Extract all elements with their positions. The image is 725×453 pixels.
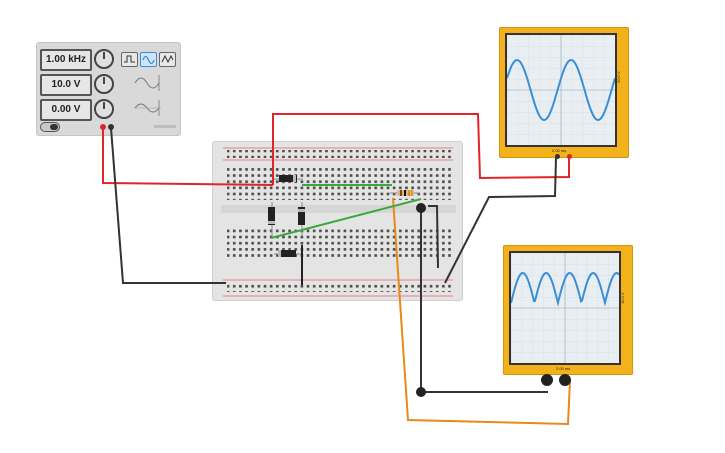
dc-offset-knob[interactable] xyxy=(94,99,114,119)
oscilloscope-2-trace xyxy=(510,253,620,363)
oscilloscope-2-time-label: 2.00 ms xyxy=(556,366,571,371)
oscilloscope-1[interactable]: 20.0 V 2.00 ms xyxy=(499,27,629,159)
wire-black-fg[interactable] xyxy=(110,127,226,284)
oscilloscope-1-positive-terminal[interactable] xyxy=(567,154,572,159)
amplitude-wave-icon xyxy=(134,75,160,91)
square-wave-button[interactable] xyxy=(121,52,138,67)
triangle-wave-button[interactable] xyxy=(159,52,176,67)
breadboard[interactable] xyxy=(212,141,463,301)
sine-wave-icon xyxy=(142,55,155,65)
oscilloscope-2-negative-terminal[interactable] xyxy=(541,374,553,386)
dc-offset-display: 0.00 V xyxy=(40,99,92,121)
sine-wave-button[interactable] xyxy=(140,52,157,67)
frequency-display: 1.00 kHz xyxy=(40,49,92,71)
function-generator[interactable]: 1.00 kHz 10.0 V 0.00 V xyxy=(36,42,181,136)
amplitude-knob[interactable] xyxy=(94,74,114,94)
power-toggle[interactable] xyxy=(40,122,60,132)
square-wave-icon xyxy=(124,55,135,63)
oscilloscope-2-positive-terminal[interactable] xyxy=(559,374,571,386)
oscilloscope-2[interactable]: 10.0 V 2.00 ms xyxy=(503,245,633,386)
amplitude-display: 10.0 V xyxy=(40,74,92,96)
oscilloscope-1-screen xyxy=(505,33,617,147)
oscilloscope-1-time-label: 2.00 ms xyxy=(552,148,567,153)
oscilloscope-1-negative-terminal[interactable] xyxy=(555,154,560,159)
brand-mark xyxy=(154,125,176,128)
frequency-knob[interactable] xyxy=(94,49,114,69)
triangle-wave-icon xyxy=(161,54,174,64)
oscilloscope-1-trace xyxy=(506,35,616,145)
oscilloscope-1-volt-label: 20.0 V xyxy=(616,71,621,83)
oscilloscope-2-volt-label: 10.0 V xyxy=(620,292,625,304)
offset-wave-icon xyxy=(134,100,161,116)
breadboard-holes xyxy=(221,147,456,297)
oscilloscope-2-screen xyxy=(509,251,621,365)
probe-node-2[interactable] xyxy=(416,387,426,397)
